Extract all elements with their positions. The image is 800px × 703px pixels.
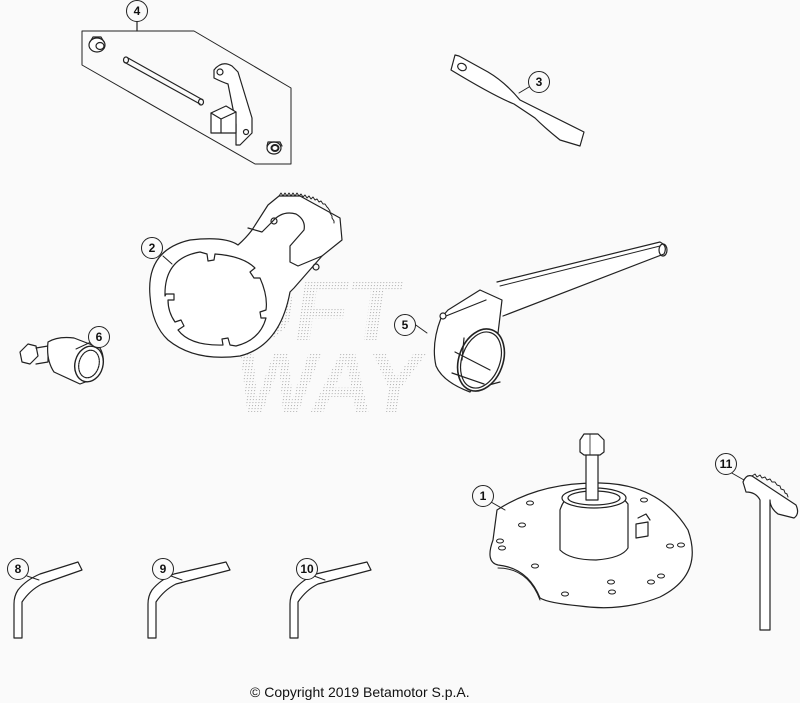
callout-1[interactable]: 1 bbox=[472, 485, 494, 507]
part-3-flat-lever[interactable] bbox=[450, 54, 585, 147]
callout-label: 11 bbox=[719, 457, 733, 471]
callout-label: 6 bbox=[95, 330, 103, 344]
callout-label: 3 bbox=[535, 75, 543, 89]
part-2-ring-wrench[interactable] bbox=[149, 192, 343, 358]
callout-5[interactable]: 5 bbox=[394, 314, 416, 336]
callout-label: 9 bbox=[159, 562, 167, 576]
callout-label: 5 bbox=[401, 318, 409, 332]
part-4-bracket-kit[interactable] bbox=[81, 19, 292, 165]
part-11-toothed-hook[interactable] bbox=[729, 471, 799, 631]
part-5-socket-wrench[interactable] bbox=[412, 241, 668, 398]
callout-9[interactable]: 9 bbox=[152, 558, 174, 580]
copyright-notice: © Copyright 2019 Betamotor S.p.A. bbox=[250, 684, 470, 700]
callout-label: 10 bbox=[300, 562, 314, 576]
part-8-hex-key[interactable] bbox=[13, 561, 83, 639]
callout-2[interactable]: 2 bbox=[141, 237, 163, 259]
callout-4[interactable]: 4 bbox=[126, 0, 148, 22]
svg-text:WAY: WAY bbox=[229, 335, 430, 431]
callout-label: 8 bbox=[14, 562, 22, 576]
callout-11[interactable]: 11 bbox=[715, 453, 737, 475]
callout-label: 1 bbox=[479, 489, 487, 503]
part-1-flywheel-holder[interactable] bbox=[489, 433, 693, 609]
callout-label: 4 bbox=[133, 4, 141, 18]
callout-label: 2 bbox=[148, 241, 156, 255]
callout-10[interactable]: 10 bbox=[296, 558, 318, 580]
callout-8[interactable]: 8 bbox=[7, 558, 29, 580]
callout-6[interactable]: 6 bbox=[88, 326, 110, 348]
callout-3[interactable]: 3 bbox=[528, 71, 550, 93]
